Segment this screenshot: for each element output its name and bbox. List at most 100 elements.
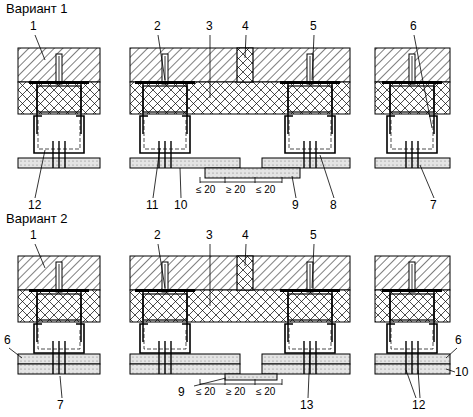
anchor-dowel: [409, 54, 415, 84]
bracket-hanger: [142, 84, 144, 134]
leader-line: [210, 244, 211, 306]
dimension-tick: [255, 379, 256, 385]
leader-line: [210, 35, 211, 98]
callout-number: 1: [30, 20, 37, 33]
bracket-plate: [280, 81, 340, 84]
dimension-value: ≤ 20: [196, 386, 215, 397]
anchor-screw: [310, 56, 311, 82]
callout-number: 13: [300, 399, 313, 412]
dimension-value: ≤ 20: [196, 184, 215, 195]
callout-number: 11: [146, 199, 158, 212]
anchor-screw: [59, 264, 60, 290]
insulation-layer: [375, 290, 450, 322]
leader-line: [158, 35, 165, 80]
callout-number: 2: [154, 229, 161, 242]
leader-line: [406, 370, 416, 398]
screw: [315, 341, 316, 374]
bracket-plate: [280, 289, 340, 292]
anchor-screw: [59, 56, 60, 82]
leader-line: [420, 165, 434, 198]
leader-line: [194, 378, 226, 386]
bracket-plate: [382, 81, 442, 84]
bracket-hanger: [433, 292, 435, 342]
bracket-plate: [29, 289, 89, 292]
callout-number: 7: [57, 399, 64, 412]
bracket-plate: [29, 81, 89, 84]
callout-number: 1: [30, 229, 37, 242]
dimension-tick: [282, 379, 283, 385]
anchor-dowel: [409, 262, 415, 292]
dimension-value: ≥ 20: [226, 184, 245, 195]
plasterboard: [130, 354, 240, 364]
leader-line: [446, 348, 457, 358]
thermal-pad: [390, 294, 434, 320]
leader-line: [414, 35, 432, 128]
leader-line: [180, 168, 181, 198]
bracket-plate: [135, 81, 195, 84]
leader-line: [312, 35, 314, 80]
screw: [52, 141, 53, 168]
bracket-hanger: [186, 292, 188, 342]
screw: [158, 341, 159, 374]
screw: [303, 141, 304, 168]
leader-line: [35, 150, 45, 198]
insulation-layer: [130, 290, 350, 322]
masonry-wall: [18, 48, 100, 82]
screw: [170, 341, 171, 374]
bracket-hanger: [331, 292, 333, 342]
bracket-hanger: [36, 84, 38, 134]
screw: [411, 341, 412, 374]
bracket-hanger: [331, 84, 333, 134]
bracket-hanger: [433, 84, 435, 134]
screw: [170, 141, 171, 168]
thermal-pad: [390, 86, 434, 112]
screw: [315, 141, 316, 168]
dimension-value: ≤ 20: [256, 184, 275, 195]
bracket-plate: [382, 289, 442, 292]
screw: [58, 141, 59, 168]
screw: [164, 141, 165, 168]
callout-number: 6: [4, 334, 11, 347]
leader-line: [245, 244, 246, 266]
bracket-plate: [135, 289, 195, 292]
insulation-layer: [18, 82, 100, 114]
leader-line: [320, 155, 334, 198]
thermal-pad: [37, 294, 81, 320]
callout-number: 2: [154, 20, 161, 33]
leader-line: [418, 370, 420, 398]
leader-line: [245, 35, 246, 58]
leader-line: [35, 244, 45, 268]
bracket-hanger: [80, 84, 82, 134]
leader-line: [446, 369, 455, 372]
dimension-tick: [255, 177, 256, 183]
bracket-hanger: [142, 292, 144, 342]
screw: [303, 341, 304, 374]
dimension-tick: [225, 177, 226, 183]
screw: [52, 341, 53, 374]
joint-strip: [205, 168, 300, 178]
leader-line: [158, 244, 165, 288]
leader-line: [153, 148, 160, 198]
bracket-hanger: [36, 292, 38, 342]
screw: [309, 141, 310, 168]
callout-number: 10: [174, 199, 187, 212]
thermal-pad: [143, 86, 187, 112]
plasterboard: [130, 158, 240, 168]
anchor-screw: [310, 264, 311, 290]
joint-strip: [225, 374, 277, 380]
screw: [417, 341, 418, 374]
callout-number: 8: [330, 199, 337, 212]
variant-title: Вариант 2: [6, 212, 68, 226]
plasterboard: [262, 354, 350, 364]
dimension-tick: [200, 177, 201, 183]
dimension-line: [200, 384, 282, 385]
dimension-tick: [225, 379, 226, 385]
anchor-screw: [412, 264, 413, 290]
bracket-hanger: [287, 292, 289, 342]
bracket-hanger: [80, 292, 82, 342]
insulation-layer: [18, 290, 100, 322]
insulation-layer: [130, 82, 350, 114]
plasterboard: [130, 364, 240, 374]
insulation-layer: [375, 82, 450, 114]
